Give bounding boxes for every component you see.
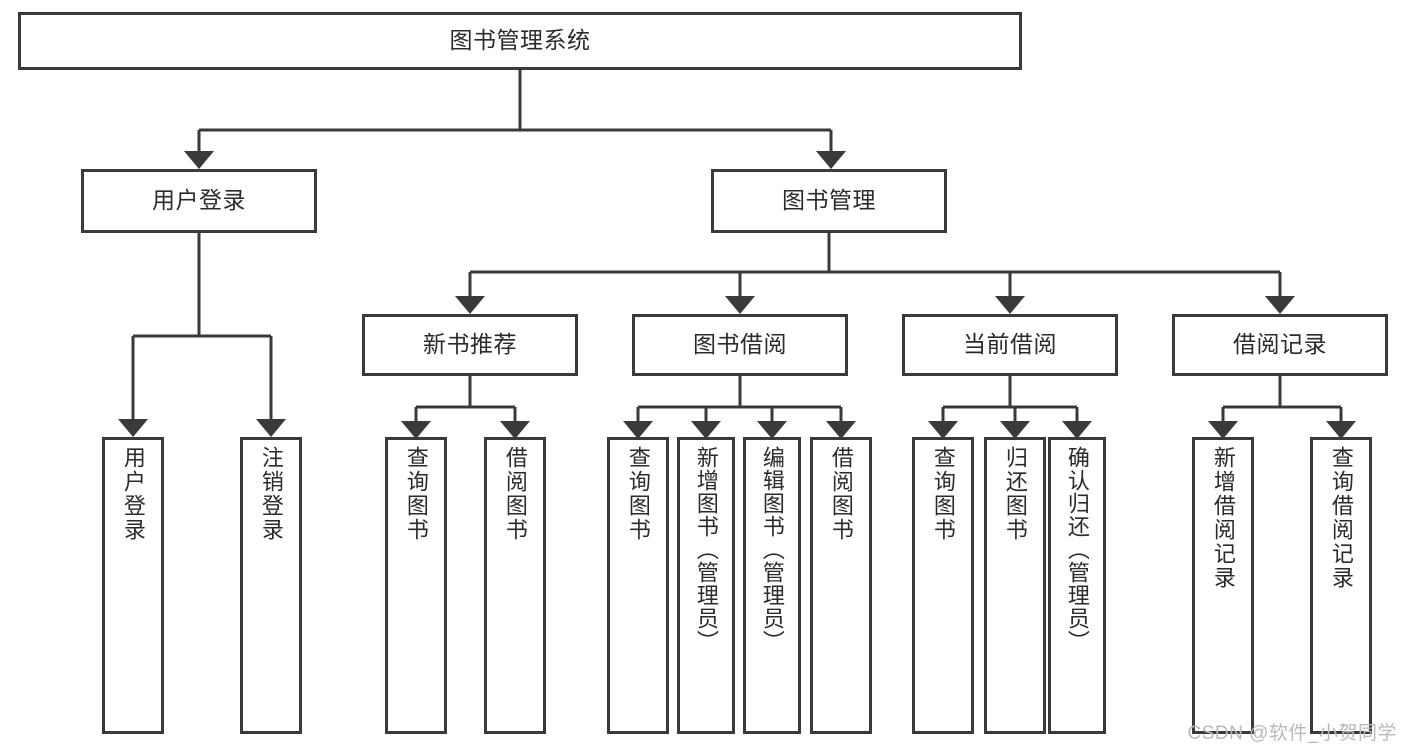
leaf-return-book-label: 归还图书 bbox=[1002, 446, 1028, 542]
leaf-borrow-book-2[interactable]: 借阅图书 bbox=[810, 437, 872, 734]
node-user-login-label: 用户登录 bbox=[152, 187, 246, 214]
leaf-query-book-3[interactable]: 查询图书 bbox=[912, 437, 974, 734]
leaf-edit-book-admin-label: 编辑图书（管理员） bbox=[759, 446, 785, 653]
leaf-query-book-3-label: 查询图书 bbox=[930, 446, 956, 542]
node-borrow-record-label: 借阅记录 bbox=[1233, 331, 1327, 358]
leaf-confirm-return-admin[interactable]: 确认归还（管理员） bbox=[1048, 437, 1106, 734]
leaf-add-book-admin[interactable]: 新增图书（管理员） bbox=[677, 437, 735, 734]
node-new-book-recommend-label: 新书推荐 bbox=[423, 331, 517, 358]
leaf-query-book-1[interactable]: 查询图书 bbox=[385, 437, 447, 734]
leaf-borrow-book-1[interactable]: 借阅图书 bbox=[484, 437, 546, 734]
leaf-user-login[interactable]: 用户登录 bbox=[102, 437, 164, 734]
node-root-label: 图书管理系统 bbox=[449, 27, 591, 54]
node-book-manage[interactable]: 图书管理 bbox=[711, 169, 947, 233]
leaf-borrow-book-2-label: 借阅图书 bbox=[828, 446, 854, 542]
leaf-query-book-2-label: 查询图书 bbox=[625, 446, 651, 542]
leaf-add-borrow-record-label: 新增借阅记录 bbox=[1210, 446, 1236, 590]
leaf-query-book-2[interactable]: 查询图书 bbox=[607, 437, 669, 734]
leaf-edit-book-admin[interactable]: 编辑图书（管理员） bbox=[743, 437, 801, 734]
leaf-query-borrow-record-label: 查询借阅记录 bbox=[1328, 446, 1354, 590]
leaf-user-logout-label: 注销登录 bbox=[258, 446, 284, 542]
leaf-confirm-return-admin-label: 确认归还（管理员） bbox=[1064, 446, 1090, 653]
leaf-query-book-1-label: 查询图书 bbox=[403, 446, 429, 542]
leaf-borrow-book-1-label: 借阅图书 bbox=[502, 446, 528, 542]
leaf-user-login-label: 用户登录 bbox=[120, 446, 146, 542]
node-book-manage-label: 图书管理 bbox=[782, 187, 876, 214]
node-new-book-recommend[interactable]: 新书推荐 bbox=[362, 314, 578, 376]
node-current-borrow[interactable]: 当前借阅 bbox=[902, 314, 1118, 376]
leaf-return-book[interactable]: 归还图书 bbox=[984, 437, 1046, 734]
leaf-query-borrow-record[interactable]: 查询借阅记录 bbox=[1310, 437, 1372, 734]
node-current-borrow-label: 当前借阅 bbox=[963, 331, 1057, 358]
leaf-add-book-admin-label: 新增图书（管理员） bbox=[693, 446, 719, 653]
leaf-user-logout[interactable]: 注销登录 bbox=[240, 437, 302, 734]
leaf-add-borrow-record[interactable]: 新增借阅记录 bbox=[1192, 437, 1254, 734]
node-book-borrow[interactable]: 图书借阅 bbox=[632, 314, 848, 376]
node-borrow-record[interactable]: 借阅记录 bbox=[1172, 314, 1388, 376]
node-book-borrow-label: 图书借阅 bbox=[693, 331, 787, 358]
node-user-login[interactable]: 用户登录 bbox=[81, 169, 317, 233]
node-root[interactable]: 图书管理系统 bbox=[18, 12, 1022, 70]
